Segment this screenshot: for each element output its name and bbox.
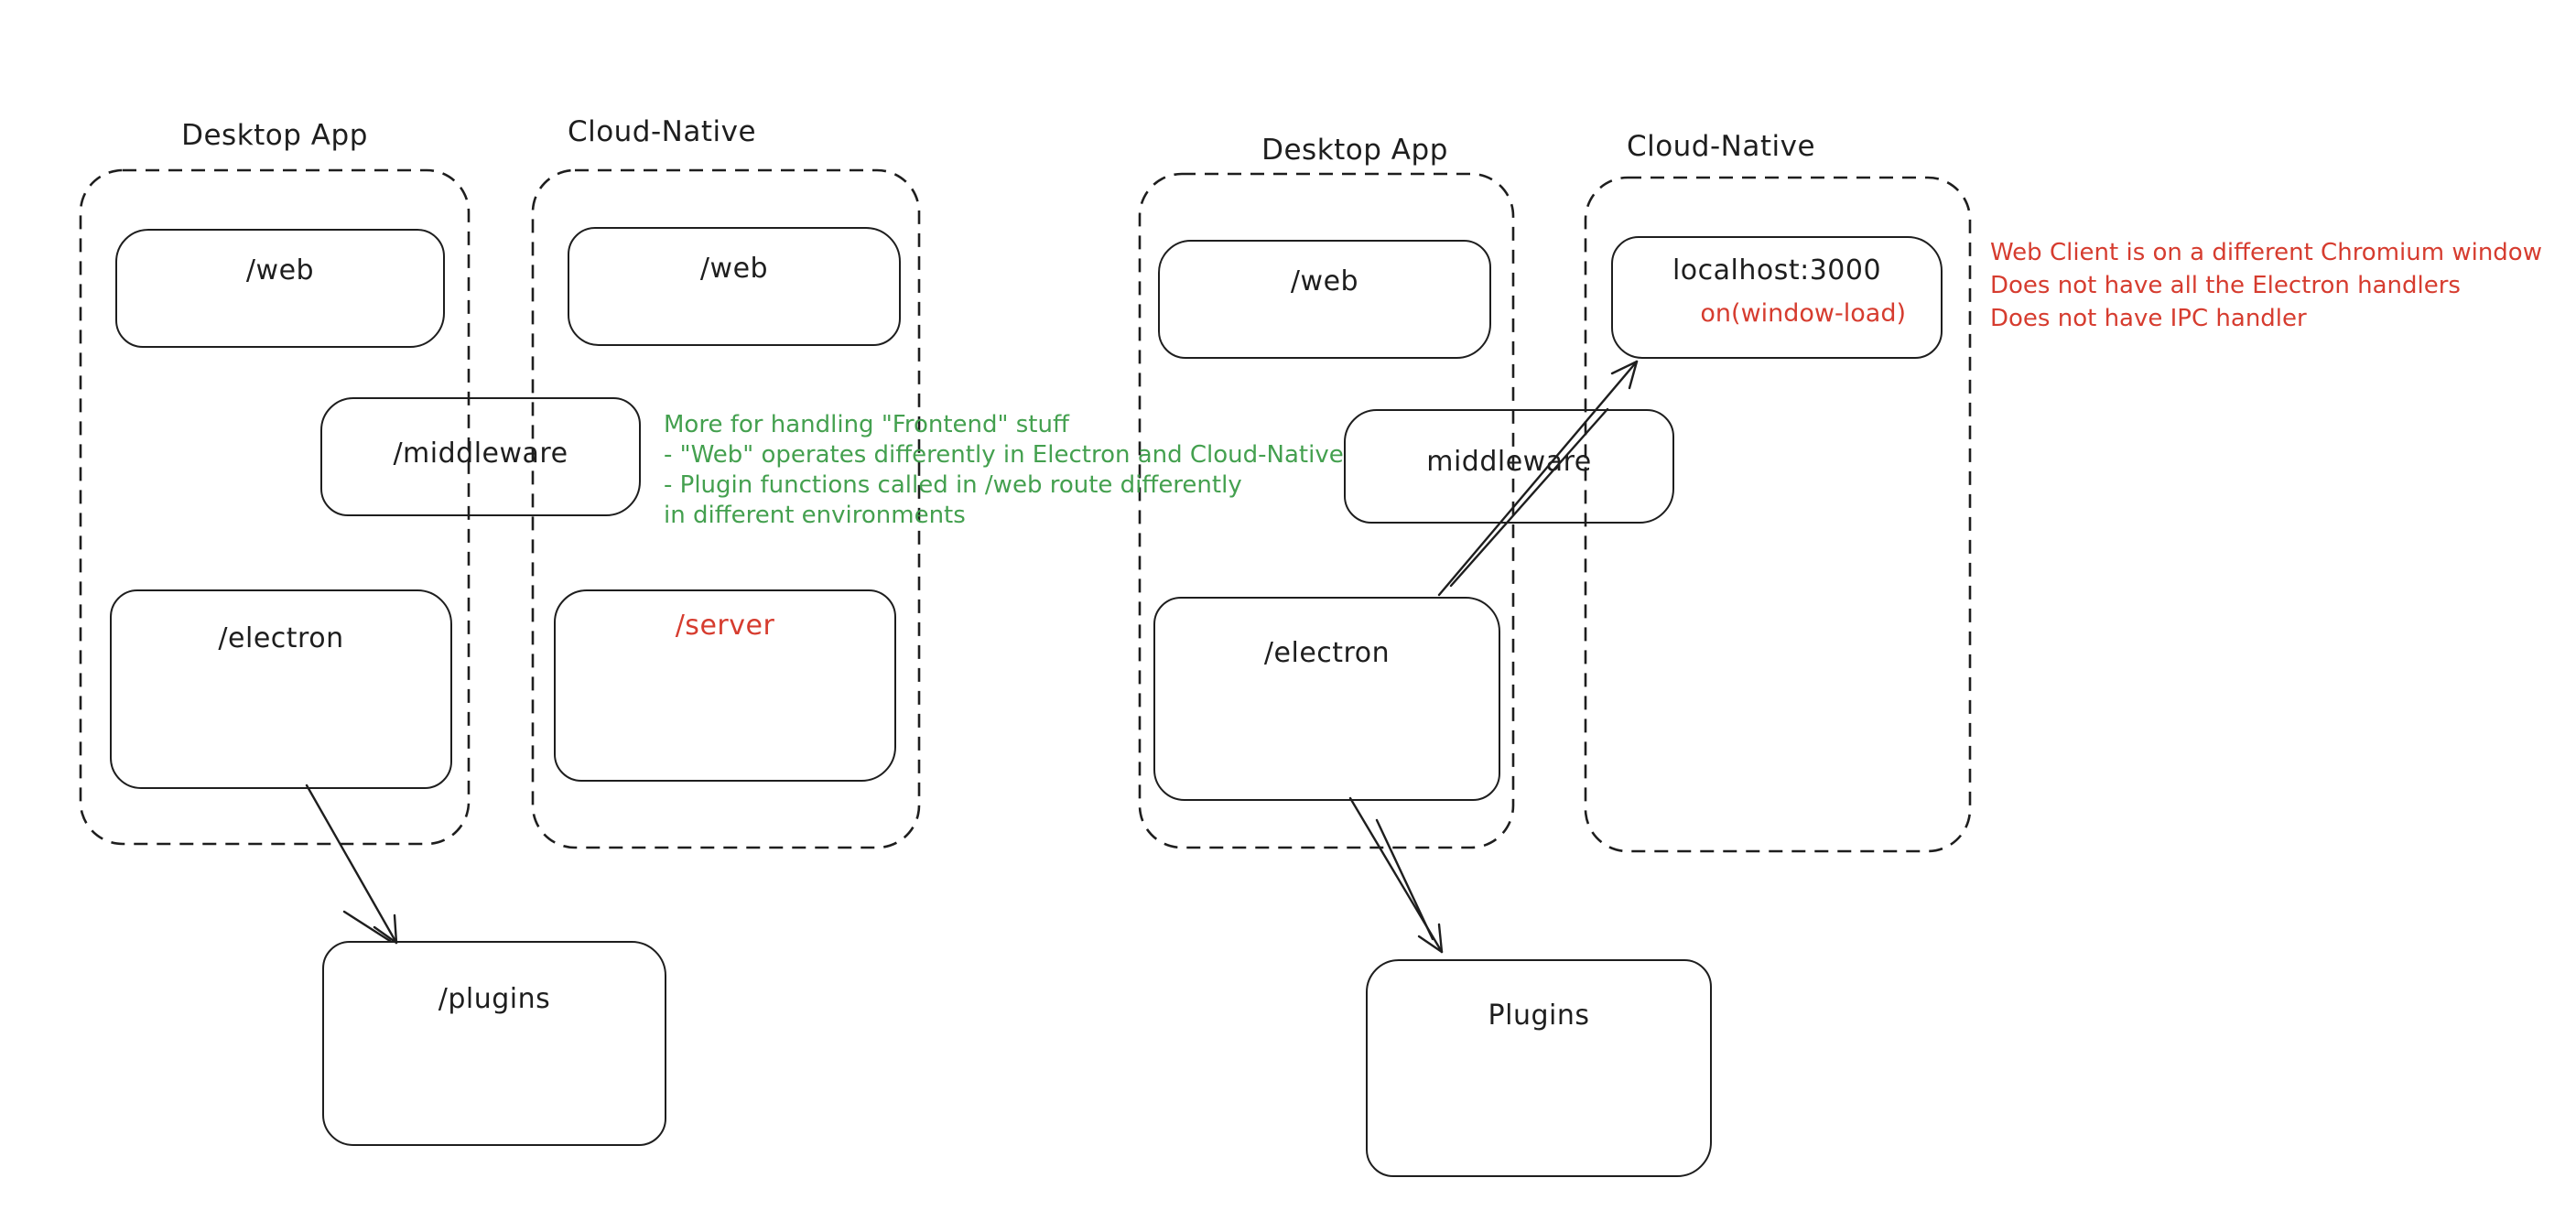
container-desktop-app-left [79, 168, 471, 846]
box-middleware-left-label: /middleware [393, 438, 568, 470]
box-web-desktop-right: /web [1158, 240, 1491, 359]
container-desktop-app-right [1138, 172, 1515, 849]
red-note-web-client: Web Client is on a different Chromium wi… [1990, 236, 2542, 335]
green-note-line: More for handling "Frontend" stuff [664, 411, 1069, 438]
box-middleware-right: middleware [1344, 409, 1674, 524]
box-plugins-right: Plugins [1366, 959, 1712, 1177]
title-desktop-app-right: Desktop App [1261, 134, 1448, 167]
box-web-desktop-left: /web [115, 229, 445, 348]
box-electron-right: /electron [1153, 597, 1500, 801]
green-note-line: in different environments [664, 502, 966, 529]
arrow-electron-to-plugins-left [305, 784, 398, 945]
box-localhost-title: localhost:3000 [1672, 254, 1882, 286]
container-cloud-native-left [531, 168, 921, 849]
box-server-left-label: /server [675, 610, 775, 642]
box-plugins-left: /plugins [322, 941, 666, 1146]
arrow-electron-to-plugins-right [1348, 796, 1444, 954]
box-plugins-left-label: /plugins [438, 983, 551, 1015]
box-middleware-right-label: middleware [1426, 446, 1592, 478]
title-cloud-native-right: Cloud-Native [1626, 130, 1816, 163]
box-middleware-left: /middleware [320, 397, 641, 516]
box-web-cloud-left-label: /web [699, 253, 769, 285]
box-server-left: /server [554, 589, 896, 782]
box-plugins-right-label: Plugins [1488, 1000, 1590, 1032]
green-note-frontend-stuff: More for handling "Frontend" stuff - "We… [664, 410, 1344, 531]
box-web-desktop-right-label: /web [1290, 265, 1359, 297]
localhost-window-load-annotation: on(window-load) [1700, 299, 1906, 328]
title-cloud-native-left: Cloud-Native [567, 115, 757, 148]
box-electron-left-label: /electron [218, 622, 344, 654]
container-cloud-native-right [1584, 176, 1972, 853]
box-electron-left: /electron [110, 589, 452, 789]
title-desktop-app-left: Desktop App [181, 119, 368, 152]
green-note-line: - Plugin functions called in /web route … [664, 471, 1242, 499]
green-note-line: - "Web" operates differently in Electron… [664, 441, 1344, 469]
red-note-line: Web Client is on a different Chromium wi… [1990, 239, 2542, 266]
arrow-electron-to-localhost-right [1437, 360, 1639, 597]
box-web-cloud-left: /web [568, 227, 901, 346]
box-web-desktop-left-label: /web [245, 254, 315, 286]
box-electron-right-label: /electron [1263, 637, 1391, 669]
red-note-line: Does not have all the Electron handlers [1990, 272, 2461, 299]
box-localhost-3000: localhost:3000 on(window-load) [1611, 236, 1943, 359]
red-note-line: Does not have IPC handler [1990, 305, 2307, 332]
